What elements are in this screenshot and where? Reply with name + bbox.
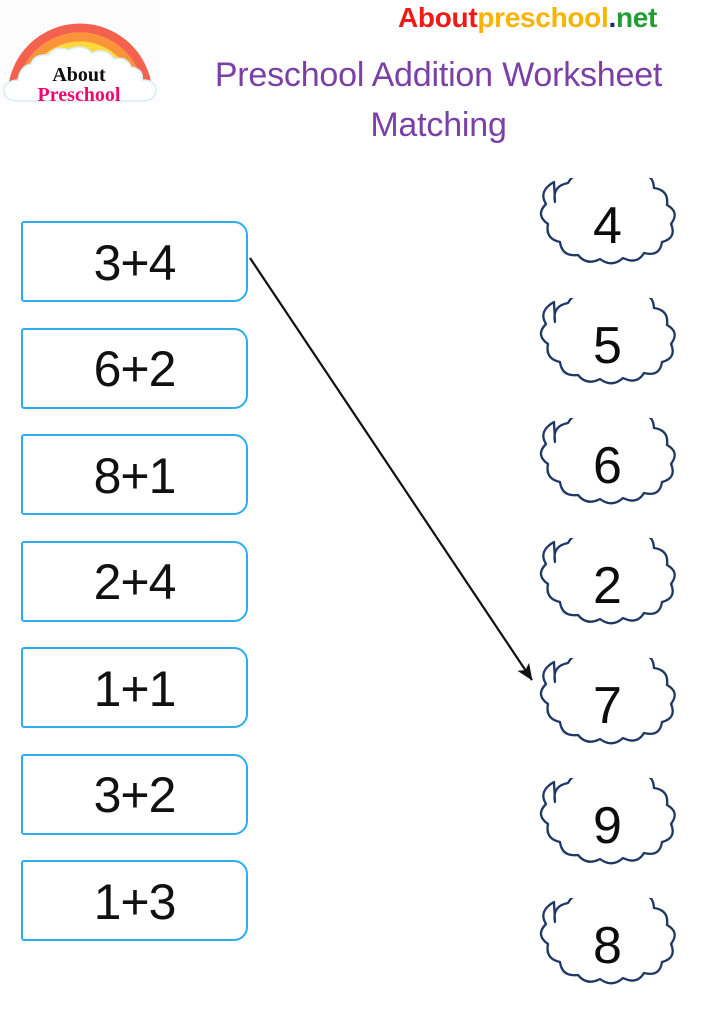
answer-number: 6 bbox=[593, 436, 622, 495]
equation-text: 8+1 bbox=[93, 447, 177, 504]
equation-box[interactable]: 6+2 bbox=[21, 327, 248, 409]
answer-cloud[interactable]: 9 bbox=[524, 778, 679, 873]
answer-number: 7 bbox=[593, 676, 622, 735]
answer-cloud[interactable]: 8 bbox=[524, 898, 679, 993]
worksheet-header: About Preschool Aboutpreschool.net Presc… bbox=[0, 0, 709, 165]
site-brand: Aboutpreschool.net bbox=[398, 2, 657, 34]
cloud-shape-icon bbox=[539, 178, 676, 265]
equation-text: 1+1 bbox=[93, 660, 177, 717]
equation-box[interactable]: 3+4 bbox=[21, 221, 248, 302]
logo-text-preschool: Preschool bbox=[38, 84, 121, 103]
logo-cloud-shape bbox=[3, 46, 157, 102]
equation-box[interactable]: 3+2 bbox=[21, 753, 248, 835]
equation-box[interactable]: 2+4 bbox=[21, 540, 248, 622]
answer-cloud[interactable]: 5 bbox=[524, 298, 679, 393]
cloud-shape-icon bbox=[539, 658, 676, 745]
answer-cloud[interactable]: 4 bbox=[524, 178, 679, 273]
answer-cloud[interactable]: 7 bbox=[524, 658, 679, 753]
answer-number: 2 bbox=[593, 556, 622, 615]
page-title: Preschool Addition Worksheet Matching bbox=[168, 50, 709, 150]
cloud-shape-icon bbox=[539, 418, 676, 505]
answer-cloud[interactable]: 6 bbox=[524, 418, 679, 513]
brand-part-preschool: preschool bbox=[477, 2, 609, 33]
answer-number: 4 bbox=[593, 196, 622, 255]
cloud-shape-icon bbox=[539, 538, 676, 625]
answer-number: 8 bbox=[593, 916, 622, 975]
equation-text: 2+4 bbox=[93, 554, 177, 610]
answer-number: 5 bbox=[593, 316, 622, 375]
answer-cloud[interactable]: 2 bbox=[524, 538, 679, 633]
cloud-shape-icon bbox=[539, 778, 676, 865]
equation-text: 1+3 bbox=[93, 873, 177, 930]
equation-text: 3+4 bbox=[93, 234, 177, 291]
logo-rainbow-cloud-graphic: About Preschool bbox=[3, 23, 157, 103]
brand-part-dot: . bbox=[608, 2, 616, 33]
equation-box[interactable]: 1+3 bbox=[21, 860, 248, 941]
page-title-line-2: Matching bbox=[370, 106, 507, 144]
answer-number: 9 bbox=[593, 796, 622, 855]
logo-text-about: About bbox=[52, 64, 106, 86]
equation-column: 3+4 6+2 8+1 2+4 1+1 3+2 1+3 bbox=[0, 0, 270, 1024]
equation-text: 6+2 bbox=[93, 341, 177, 397]
cloud-shape-icon bbox=[539, 898, 676, 985]
equation-box[interactable]: 8+1 bbox=[21, 434, 248, 515]
equation-text: 3+2 bbox=[93, 767, 177, 823]
cloud-shape-icon bbox=[539, 298, 676, 385]
aboutpreschool-logo: About Preschool bbox=[0, 0, 160, 103]
page-title-line-1: Preschool Addition Worksheet bbox=[214, 56, 663, 94]
brand-part-about: About bbox=[398, 2, 478, 33]
brand-part-net: net bbox=[615, 2, 658, 33]
equation-box[interactable]: 1+1 bbox=[21, 647, 248, 728]
